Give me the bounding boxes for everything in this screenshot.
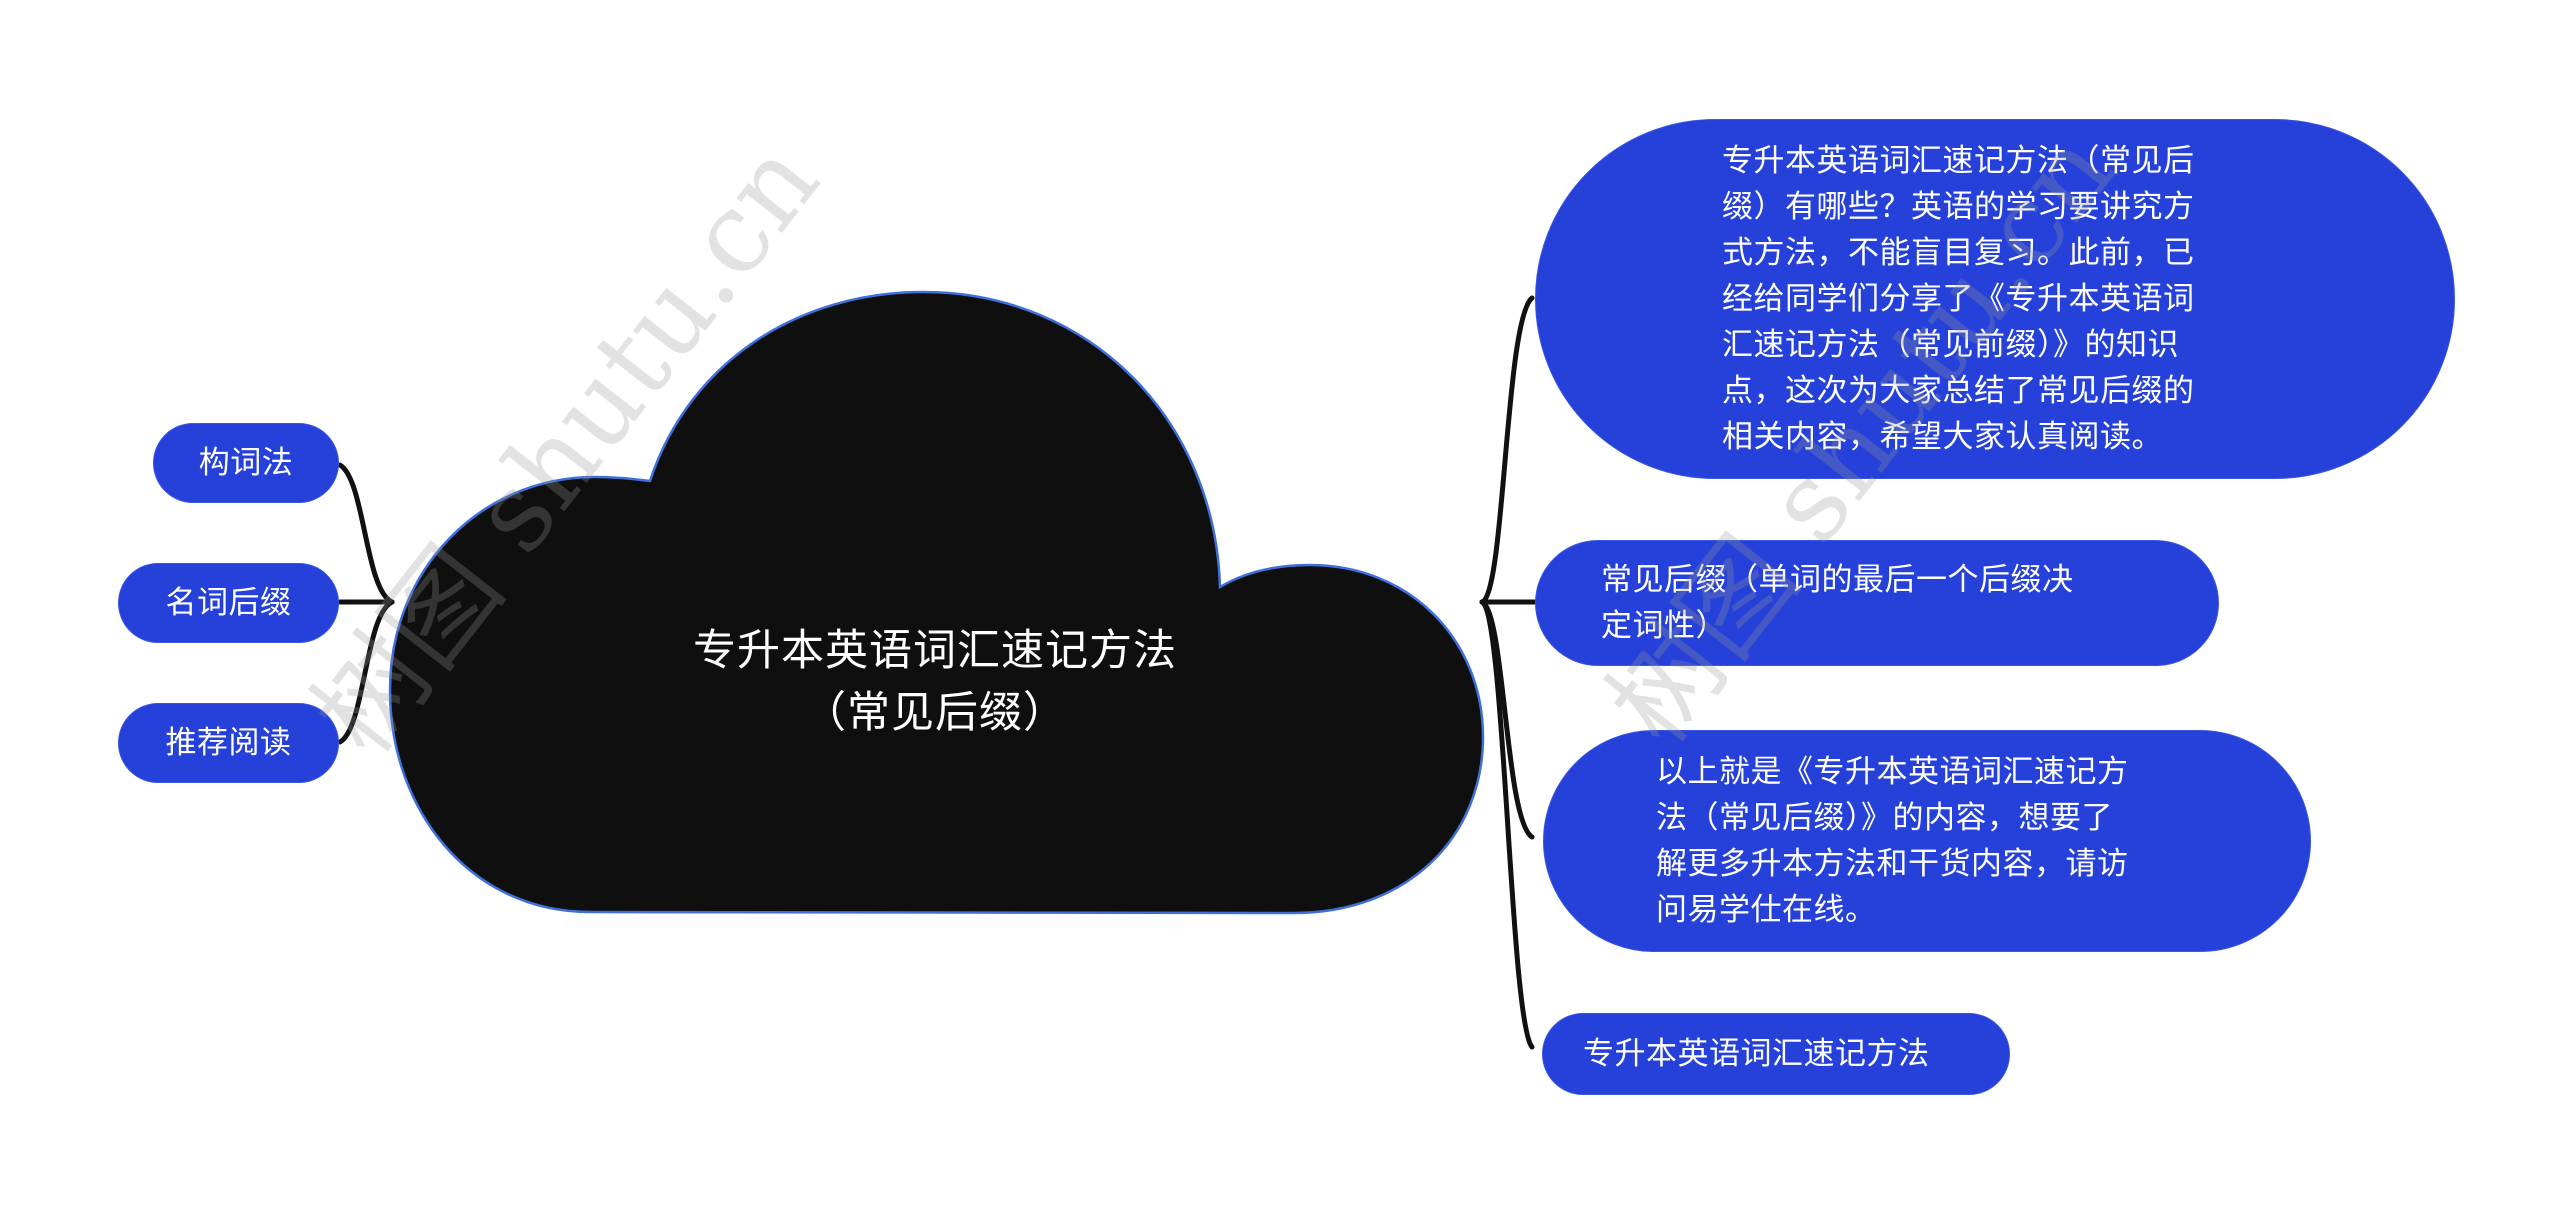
connector-right-4 <box>1479 599 1535 1050</box>
connector-gouci <box>337 462 395 605</box>
text-line: 专升本英语词汇速记方法（常见后 <box>1722 143 2195 179</box>
connector-right-1 <box>1479 295 1535 605</box>
center-title-line2: （常见后缀） <box>803 688 1067 738</box>
right-node-common-suffix[interactable]: 常见后缀（单词的最后一个后缀决 定词性） <box>1535 540 2219 666</box>
connector-tuijian <box>337 599 395 745</box>
right-node-conclusion-text: 以上就是《专升本英语词汇速记方 法（常见后缀）》的内容，想要了 解更多升本方法和… <box>1656 749 2129 933</box>
text-line: 法（常见后缀）》的内容，想要了 <box>1656 800 2113 836</box>
text-line: 常见后缀（单词的最后一个后缀决 <box>1601 562 2074 598</box>
text-line: 解更多升本方法和干货内容，请访 <box>1656 846 2129 882</box>
text-line: 问易学仕在线。 <box>1656 892 1877 928</box>
text-line: 汇速记方法（常见前缀）》的知识 <box>1722 327 2179 363</box>
right-node-intro-text: 专升本英语词汇速记方法（常见后 缀）有哪些？英语的学习要讲究方 式方法，不能盲目… <box>1722 138 2195 460</box>
right-node-intro[interactable]: 专升本英语词汇速记方法（常见后 缀）有哪些？英语的学习要讲究方 式方法，不能盲目… <box>1535 119 2455 479</box>
left-connectors <box>337 462 395 745</box>
right-node-related-link-text: 专升本英语词汇速记方法 <box>1583 1031 1930 1077</box>
left-node-gouci[interactable]: 构词法 <box>153 423 339 503</box>
left-node-label: 推荐阅读 <box>165 725 292 761</box>
left-node-tuijian-yuedu[interactable]: 推荐阅读 <box>118 703 339 783</box>
text-line: 经给同学们分享了《专升本英语词 <box>1722 281 2195 317</box>
text-line: 专升本英语词汇速记方法 <box>1583 1036 1930 1072</box>
text-line: 式方法，不能盲目复习。此前，已 <box>1722 235 2195 271</box>
text-line: 以上就是《专升本英语词汇速记方 <box>1656 754 2129 790</box>
left-node-mingci-houzhui[interactable]: 名词后缀 <box>118 563 339 643</box>
right-node-related-link[interactable]: 专升本英语词汇速记方法 <box>1542 1013 2010 1095</box>
left-node-label: 名词后缀 <box>165 585 292 621</box>
center-title-line1: 专升本英语词汇速记方法 <box>693 626 1177 676</box>
text-line: 点，这次为大家总结了常见后缀的 <box>1722 373 2195 409</box>
text-line: 相关内容，希望大家认真阅读。 <box>1722 419 2163 455</box>
right-node-conclusion[interactable]: 以上就是《专升本英语词汇速记方 法（常见后缀）》的内容，想要了 解更多升本方法和… <box>1543 730 2311 952</box>
center-cloud-shape[interactable] <box>388 290 1485 915</box>
right-connectors <box>1479 295 1539 1050</box>
right-node-common-suffix-text: 常见后缀（单词的最后一个后缀决 定词性） <box>1601 557 2074 649</box>
text-line: 定词性） <box>1601 608 1727 644</box>
center-topic[interactable]: 专升本英语词汇速记方法 （常见后缀） <box>640 620 1230 744</box>
left-node-label: 构词法 <box>198 445 294 481</box>
text-line: 缀）有哪些？英语的学习要讲究方 <box>1722 189 2195 225</box>
